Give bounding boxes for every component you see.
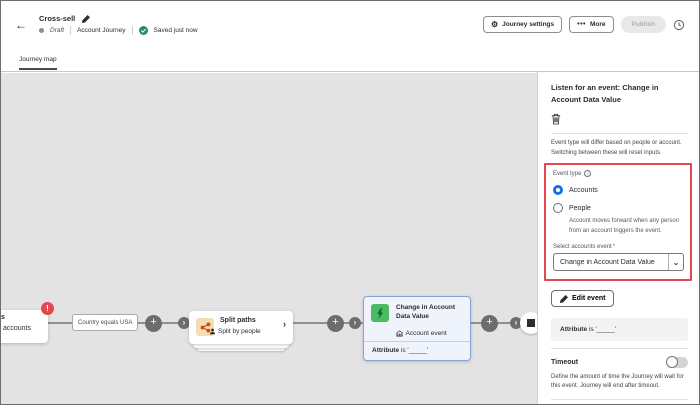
saved-check-icon [138,26,148,35]
node-title-fragment: s [1,314,5,321]
timeout-help-text: Define the amount of time the Journey wi… [551,373,684,390]
event-node-title: Change in Account Data Value [396,304,455,321]
connector-arrow-icon: › [510,317,522,329]
event-config-panel: Listen for an event: Change in Account D… [537,72,699,404]
saved-status: Saved just now [153,27,198,34]
delete-node-button[interactable] [551,112,565,126]
event-type-note: Event type will differ based on people o… [551,140,682,156]
add-node-button[interactable]: + [145,314,162,332]
radio-selected-icon[interactable] [553,185,563,196]
accounts-event-select[interactable]: Change in Account Data Value ⌄ [553,253,684,272]
tab-journey-map[interactable]: Journey map [19,56,57,70]
divider [131,26,133,35]
event-node-subtitle: Account event [396,330,447,337]
event-node-selected[interactable]: Change in Account Data Value Account eve… [363,296,471,361]
edit-event-button[interactable]: Edit event [551,290,615,308]
event-subtitle-text: Account event [405,330,447,337]
divider [551,347,688,349]
node-divider [364,341,470,342]
node-subtitle-fragment: accounts [3,325,32,332]
journey-type: Account Journey [77,27,126,34]
back-arrow-icon: ← [15,17,27,32]
split-subtitle-text: Split by people [218,328,261,335]
divider [551,398,688,400]
gear-icon: ⚙ [490,19,499,29]
radio-accounts-label: Accounts [569,186,598,194]
draft-status-dot-icon [39,28,44,33]
split-node-title: Split paths [220,317,256,324]
split-paths-node[interactable]: Split paths › Split by people [189,311,293,344]
radio-people[interactable]: People [553,203,684,214]
more-dots-icon: ••• [577,21,586,28]
event-type-label-row: Event type i [553,170,684,178]
back-button[interactable]: ← [15,19,27,31]
radio-accounts[interactable]: Accounts [553,185,684,196]
journey-meta: Draft Account Journey Saved just now [39,26,198,35]
tab-bar: Journey map [1,48,699,72]
divider [551,133,688,135]
connector-arrow-icon: › [178,317,190,329]
journey-settings-label: Journey settings [502,21,555,28]
condition-label[interactable]: Country equals USA [72,314,139,331]
journey-settings-button[interactable]: ⚙ Journey settings [482,16,563,33]
account-building-icon [396,330,403,337]
publish-button[interactable]: Publish [620,16,666,33]
radio-unselected-icon[interactable] [553,203,563,214]
required-asterisk: * [612,244,616,251]
person-icon [209,328,216,335]
more-label: More [589,21,606,28]
journey-end-node[interactable] [520,312,542,334]
select-event-label: Select accounts event* [553,244,616,251]
end-square-icon [527,319,535,327]
highlighted-event-type-box: Event type i Accounts People Account mov… [544,163,692,282]
timeout-label: Timeout [551,358,579,366]
attribute-summary-chip: Attribute is '_____' [551,317,688,341]
timeout-toggle[interactable] [666,356,688,369]
toggle-knob [666,356,678,369]
plus-icon: + [150,315,157,328]
clock-history-icon[interactable] [673,19,685,31]
add-node-button[interactable]: + [481,314,498,332]
info-icon[interactable]: i [584,170,592,178]
edit-title-pencil-icon[interactable] [82,14,91,23]
event-attribute-summary: Attribute is '_____' [372,347,428,354]
plus-icon: + [332,315,339,328]
expand-chevron-icon[interactable]: › [283,319,286,329]
error-icon: ! [46,304,49,313]
edit-event-label: Edit event [572,295,606,303]
draft-status: Draft [50,27,65,34]
timeout-row: Timeout [551,356,688,369]
panel-heading: Listen for an event: Change in Account D… [551,83,659,104]
more-button[interactable]: ••• More [569,16,614,33]
add-node-button[interactable]: + [327,314,344,332]
top-bar: ← Cross-sell Draft Account Journey Saved… [1,1,699,48]
lightning-event-icon [371,304,389,322]
select-value: Change in Account Data Value [560,258,655,266]
accounts-help-text: Account moves forward when any person fr… [569,218,680,234]
split-paths-icon [196,318,214,336]
top-bar-actions: ⚙ Journey settings ••• More Publish [482,16,685,33]
error-badge[interactable]: ! [41,302,54,315]
event-type-label: Event type [553,170,582,177]
condition-text: Country equals USA [78,319,133,326]
trash-icon [551,114,561,125]
publish-label: Publish [631,21,655,28]
split-node-subtitle: Split by people [209,328,261,335]
pencil-icon [560,294,568,303]
divider [70,26,72,35]
plus-icon: + [486,315,493,328]
radio-people-label: People [569,204,591,212]
split-stack-layer [193,340,289,348]
title-block: Cross-sell Draft Account Journey Saved j… [39,14,198,35]
connector-arrow-icon: › [349,317,361,329]
journey-title: Cross-sell [39,14,76,23]
read-accounts-node[interactable]: s accounts [1,310,48,343]
chevron-down-icon[interactable]: ⌄ [668,254,683,271]
